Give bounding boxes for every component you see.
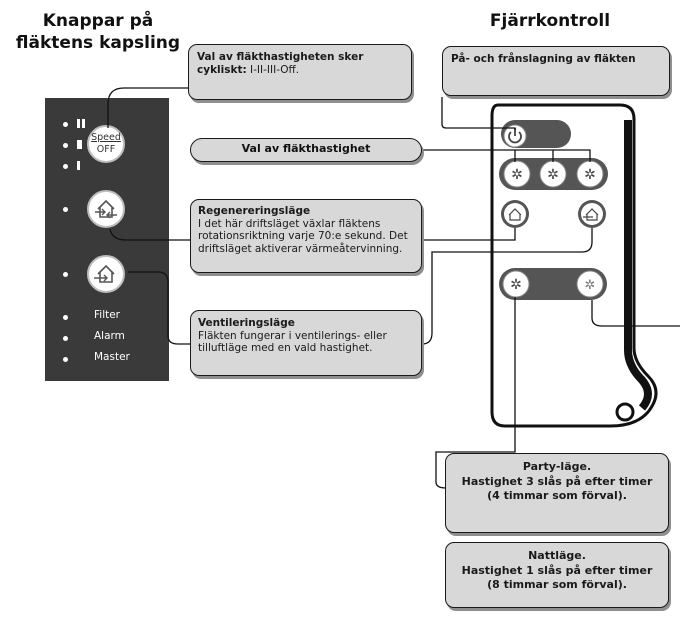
callout-ventilation-text: Fläkten fungerar i ventilerings- eller t… [198,329,387,355]
callout-speed-select-text: I-II-III-Off. [246,63,300,76]
heading-remote: Fjärrkontroll [489,11,611,31]
callout-party-mode: Party-läge. Hastighet 3 slås på efter ti… [445,453,669,533]
fan-icon-3: ✲ [584,167,596,183]
callout-speed-select: Val av fläkthastigheten sker cykliskt: I… [188,44,412,100]
regen-led [63,207,68,212]
lanyard-hole [615,402,635,422]
party-line-3: (4 timmar som förval). [487,489,627,502]
speed-3-button[interactable]: ✲ [576,160,604,188]
callout-ventilation: Ventileringsläge Fläkten fungerar i vent… [190,310,422,376]
callout-fan-speed-title: Val av fläkthastighet [241,142,371,155]
fan-icon-2: ✲ [547,167,559,183]
speed-bar-2 [77,140,82,149]
remote-regen-button[interactable] [501,200,529,228]
ventilation-mode-button[interactable] [87,255,125,293]
master-label: Master [94,351,130,363]
speed-bar-1 [77,161,80,170]
off-button-label: OFF [96,144,116,155]
remote-vent-button[interactable] [578,200,606,228]
fan-housing-panel: Speed OFF Filter Alarm Master [45,98,169,381]
speed-bar-3a [77,119,80,128]
speed-led-1 [63,164,68,169]
alarm-led [63,336,68,341]
alarm-label: Alarm [94,330,125,342]
callout-speed-select-title: Val av fläkthastigheten sker cykliskt: [197,51,364,76]
callout-regeneration-text: I det här driftsläget växlar fläktens ro… [198,217,408,255]
speed-1-button[interactable]: ✲ [503,160,531,188]
callout-regeneration-title: Regenereringsläge [198,205,311,217]
heading-housing-buttons: Knappar på fläktens kapsling [15,11,181,53]
callout-onoff-title: På- och frånslagning av fläkten [451,53,636,65]
fan-icon-1: ✲ [511,167,523,183]
party-line-2: Hastighet 3 slås på efter timer [461,474,653,488]
night-mode-button[interactable]: ✲ [576,270,604,298]
fan-icon-night: ✲ [585,278,596,293]
regeneration-mode-button[interactable] [87,190,125,228]
speed-led-2 [63,143,68,148]
callout-fan-speed: Val av fläkthastighet [190,138,422,162]
master-led [63,357,68,362]
fan-icon-party: ✲ [510,277,522,293]
night-line-1: Nattläge. [528,549,586,562]
filter-label: Filter [94,309,121,321]
party-mode-button[interactable]: ✲ [502,270,530,298]
power-button[interactable] [503,124,527,148]
callout-ventilation-title: Ventileringsläge [198,317,295,329]
speed-2-button[interactable]: ✲ [539,160,567,188]
callout-onoff: På- och frånslagning av fläkten [442,46,670,96]
filter-led [63,315,68,320]
speed-led-3 [63,122,68,127]
speed-off-button[interactable]: Speed OFF [87,125,125,163]
vent-led [63,272,68,277]
speed-bar-3b [82,119,85,128]
callout-regeneration: Regenereringsläge I det här driftsläget … [190,199,422,273]
party-line-1: Party-läge. [522,460,592,473]
connector-lines [107,87,680,489]
speed-button-label: Speed [91,132,121,143]
night-line-3: (8 timmar som förval). [487,578,627,591]
night-line-2: Hastighet 1 slås på efter timer [461,563,653,577]
callout-night-mode: Nattläge. Hastighet 1 slås på efter time… [445,542,669,608]
house-arrows-icon [95,199,117,219]
house-arrow-icon [94,264,115,283]
